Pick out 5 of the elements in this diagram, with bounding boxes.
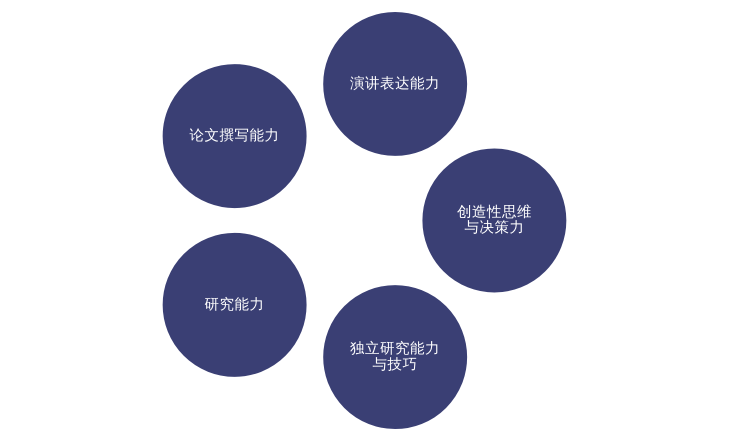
node-circle: 研究能力: [162, 232, 307, 377]
node-circle: 创造性思维与决策力: [422, 148, 566, 292]
node-circle: 独立研究能力与技巧: [323, 285, 468, 430]
node-circle: 演讲表达能力: [323, 12, 468, 156]
node-circle: 论文撰写能力: [162, 64, 307, 208]
